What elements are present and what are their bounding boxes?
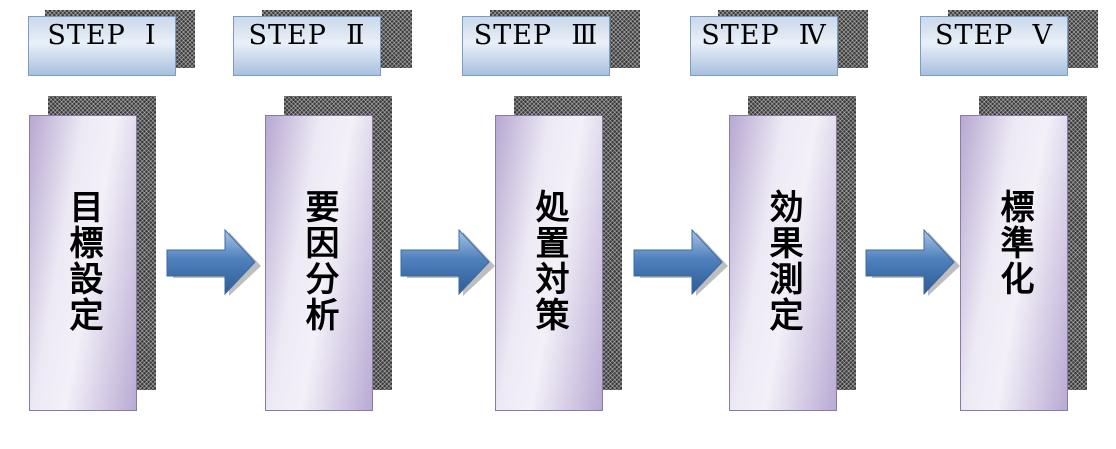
- step-3-header: STEP Ⅲ: [462, 16, 610, 76]
- step-4-header: STEP Ⅳ: [690, 16, 838, 76]
- step-5-box: 標準化: [960, 115, 1068, 411]
- arrow-right-icon: [166, 228, 261, 296]
- step-2-header: STEP Ⅱ: [233, 16, 381, 76]
- step-2-header-label: STEP Ⅱ: [248, 19, 366, 51]
- step-5-header-label: STEP Ⅴ: [934, 19, 1054, 51]
- step-4-label: 効果測定: [763, 189, 803, 333]
- step-3-header-label: STEP Ⅲ: [473, 19, 599, 51]
- step-2-box: 要因分析: [265, 115, 373, 411]
- step-3-label: 処置対策: [529, 189, 569, 333]
- step-2-label: 要因分析: [299, 189, 339, 333]
- step-1-header-label: STEP Ⅰ: [47, 19, 157, 51]
- step-1: STEP Ⅰ 目標設定: [0, 0, 200, 449]
- arrow-right-icon: [633, 228, 728, 296]
- step-5-header: STEP Ⅴ: [920, 16, 1068, 76]
- step-5-label: 標準化: [994, 189, 1034, 297]
- step-3-box: 処置対策: [495, 115, 603, 411]
- arrow-right-icon: [865, 228, 960, 296]
- step-4-box: 効果測定: [729, 115, 837, 411]
- step-3: STEP Ⅲ 処置対策: [462, 0, 662, 449]
- step-4: STEP Ⅳ 効果測定: [690, 0, 890, 449]
- step-4-header-label: STEP Ⅳ: [701, 19, 827, 51]
- step-1-box: 目標設定: [29, 115, 137, 411]
- step-1-header: STEP Ⅰ: [28, 16, 176, 76]
- step-5: STEP Ⅴ 標準化: [920, 0, 1116, 449]
- step-1-label: 目標設定: [63, 189, 103, 333]
- arrow-right-icon: [400, 228, 495, 296]
- step-2: STEP Ⅱ 要因分析: [233, 0, 433, 449]
